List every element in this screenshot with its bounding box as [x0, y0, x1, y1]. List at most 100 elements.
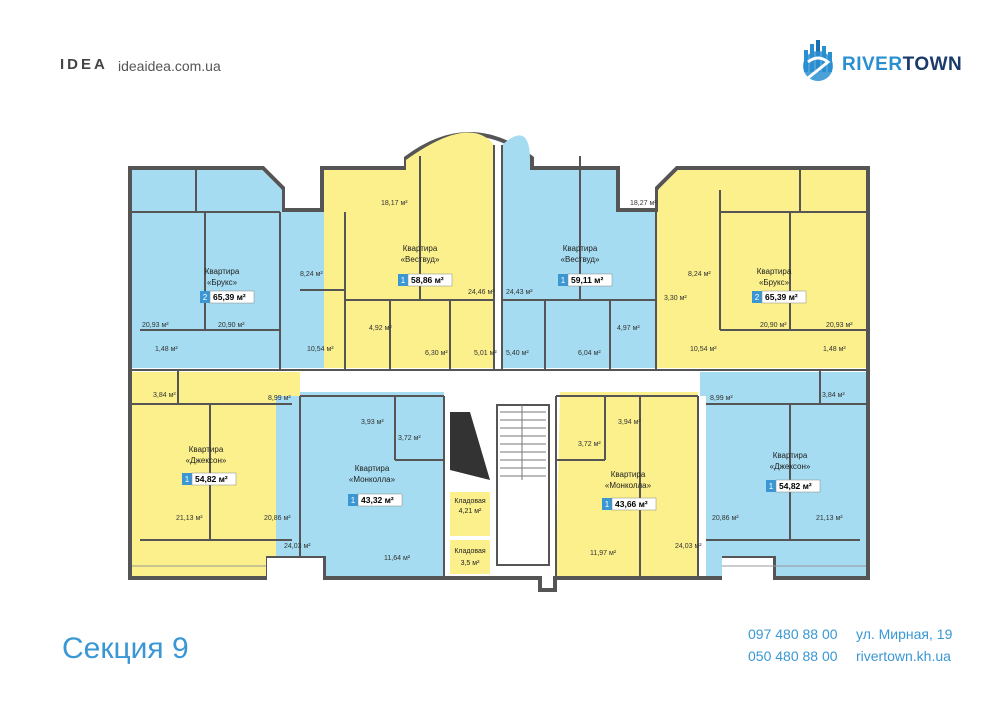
svg-text:10,54 м²: 10,54 м²	[690, 346, 717, 353]
svg-text:6,04 м²: 6,04 м²	[578, 350, 601, 357]
svg-text:20,93 м²: 20,93 м²	[142, 322, 169, 329]
apt-monkolla-right-area	[556, 392, 698, 576]
svg-text:3,72 м²: 3,72 м²	[578, 441, 601, 448]
svg-text:«Монколла»: «Монколла»	[605, 481, 652, 490]
svg-text:2: 2	[755, 293, 760, 302]
apt-label-monkolla-left: Квартира «Монколла» 1 43,32 м²	[348, 464, 403, 507]
svg-text:20,93 м²: 20,93 м²	[826, 322, 853, 329]
svg-text:54,82 м²: 54,82 м²	[779, 481, 812, 491]
rivertown-logo-icon	[803, 40, 833, 81]
svg-text:«Вествуд»: «Вествуд»	[561, 255, 600, 264]
svg-text:1: 1	[769, 482, 774, 491]
storage-1-area	[450, 492, 490, 536]
apt-label-brooks-left: Квартира «Брукс» 2 65,39 м²	[200, 267, 255, 304]
storage-2-area	[450, 540, 490, 574]
apt-brooks-right-area	[656, 170, 866, 368]
svg-text:4,97 м²: 4,97 м²	[617, 325, 640, 332]
apt-westwood-left-area	[324, 132, 494, 368]
svg-text:Квартира: Квартира	[403, 244, 438, 253]
svg-text:65,39 м²: 65,39 м²	[765, 292, 798, 302]
idea-logo: IDEA	[60, 56, 108, 73]
svg-text:4,92 м²: 4,92 м²	[369, 325, 392, 332]
svg-text:18,17 м²: 18,17 м²	[381, 200, 408, 207]
apt-label-westwood-right: Квартира «Вествуд» 1 59,11 м²	[558, 244, 613, 287]
apt-monkolla-left-area	[276, 392, 444, 576]
svg-text:«Брукс»: «Брукс»	[759, 278, 790, 287]
svg-text:1: 1	[351, 496, 356, 505]
svg-text:58,86 м²: 58,86 м²	[411, 275, 444, 285]
svg-text:3,84 м²: 3,84 м²	[153, 392, 176, 399]
svg-text:20,86 м²: 20,86 м²	[712, 515, 739, 522]
svg-text:2: 2	[203, 293, 208, 302]
phone-1[interactable]: 097 480 88 00	[748, 626, 838, 642]
svg-text:8,99 м²: 8,99 м²	[710, 395, 733, 402]
phone-2[interactable]: 050 480 88 00	[748, 648, 838, 664]
svg-text:21,13 м²: 21,13 м²	[176, 515, 203, 522]
elevator-shaft-icon	[450, 412, 490, 480]
svg-text:11,97 м²: 11,97 м²	[590, 550, 617, 557]
svg-text:3,30 м²: 3,30 м²	[664, 295, 687, 302]
svg-text:1: 1	[401, 276, 406, 285]
apt-label-brooks-right: Квартира «Брукс» 2 65,39 м²	[752, 267, 807, 304]
svg-text:8,24 м²: 8,24 м²	[688, 271, 711, 278]
svg-text:8,99 м²: 8,99 м²	[268, 395, 291, 402]
svg-text:Квартира: Квартира	[611, 470, 646, 479]
svg-text:11,64 м²: 11,64 м²	[384, 555, 411, 562]
svg-text:3,94 м²: 3,94 м²	[618, 419, 641, 426]
svg-text:5,01 м²: 5,01 м²	[474, 350, 497, 357]
svg-text:Квартира: Квартира	[757, 267, 792, 276]
svg-text:4,21 м²: 4,21 м²	[459, 508, 482, 515]
svg-text:Кладовая: Кладовая	[454, 498, 486, 505]
svg-text:«Брукс»: «Брукс»	[207, 278, 238, 287]
svg-text:10,54 м²: 10,54 м²	[307, 346, 334, 353]
svg-text:5,40 м²: 5,40 м²	[506, 350, 529, 357]
svg-text:24,03 м²: 24,03 м²	[284, 543, 311, 550]
svg-text:24,43 м²: 24,43 м²	[506, 289, 533, 296]
svg-text:«Монколла»: «Монколла»	[349, 475, 396, 484]
svg-text:24,03 м²: 24,03 м²	[675, 543, 702, 550]
svg-text:8,24 м²: 8,24 м²	[300, 271, 323, 278]
svg-text:43,66 м²: 43,66 м²	[615, 499, 648, 509]
svg-text:43,32 м²: 43,32 м²	[361, 495, 394, 505]
svg-text:1: 1	[605, 500, 610, 509]
svg-text:6,30 м²: 6,30 м²	[425, 350, 448, 357]
svg-text:Квартира: Квартира	[773, 451, 808, 460]
svg-text:Кладовая: Кладовая	[454, 548, 486, 555]
apt-brooks-left-area	[132, 170, 324, 368]
svg-text:Квартира: Квартира	[189, 445, 224, 454]
svg-text:3,5 м²: 3,5 м²	[461, 560, 480, 567]
svg-text:18,27 м²: 18,27 м²	[630, 200, 657, 207]
section-title: Секция 9	[62, 632, 189, 665]
svg-text:3,84 м²: 3,84 м²	[822, 392, 845, 399]
rivertown-website[interactable]: rivertown.kh.ua	[856, 648, 951, 664]
svg-text:Квартира: Квартира	[205, 267, 240, 276]
address: ул. Мирная, 19	[856, 626, 953, 642]
apt-jackson-right-area	[700, 372, 866, 576]
apt-label-jackson-left: Квартира «Джексон» 1 54,82 м²	[182, 445, 237, 486]
svg-text:1,48 м²: 1,48 м²	[823, 346, 846, 353]
idea-website[interactable]: ideaidea.com.ua	[118, 58, 221, 74]
svg-text:Квартира: Квартира	[355, 464, 390, 473]
svg-text:1,48 м²: 1,48 м²	[155, 346, 178, 353]
apt-label-monkolla-right: Квартира «Монколла» 1 43,66 м²	[602, 470, 657, 511]
rivertown-brand: RIVERTOWN	[842, 54, 963, 75]
svg-text:1: 1	[561, 276, 566, 285]
apt-label-westwood-left: Квартира «Вествуд» 1 58,86 м²	[398, 244, 453, 287]
svg-text:«Джексон»: «Джексон»	[770, 462, 811, 471]
svg-text:59,11 м²: 59,11 м²	[571, 275, 603, 285]
svg-text:20,90 м²: 20,90 м²	[760, 322, 787, 329]
svg-text:«Вествуд»: «Вествуд»	[401, 255, 440, 264]
svg-text:1: 1	[185, 475, 190, 484]
svg-text:20,86 м²: 20,86 м²	[264, 515, 291, 522]
svg-text:«Джексон»: «Джексон»	[186, 456, 227, 465]
apt-label-jackson-right: Квартира «Джексон» 1 54,82 м²	[766, 451, 821, 493]
svg-text:65,39 м²: 65,39 м²	[213, 292, 246, 302]
svg-text:3,93 м²: 3,93 м²	[361, 419, 384, 426]
svg-text:3,72 м²: 3,72 м²	[398, 435, 421, 442]
svg-text:20,90 м²: 20,90 м²	[218, 322, 245, 329]
svg-text:Квартира: Квартира	[563, 244, 598, 253]
svg-text:54,82 м²: 54,82 м²	[195, 474, 228, 484]
svg-text:21,13 м²: 21,13 м²	[816, 515, 843, 522]
svg-text:24,46 м²: 24,46 м²	[468, 289, 495, 296]
